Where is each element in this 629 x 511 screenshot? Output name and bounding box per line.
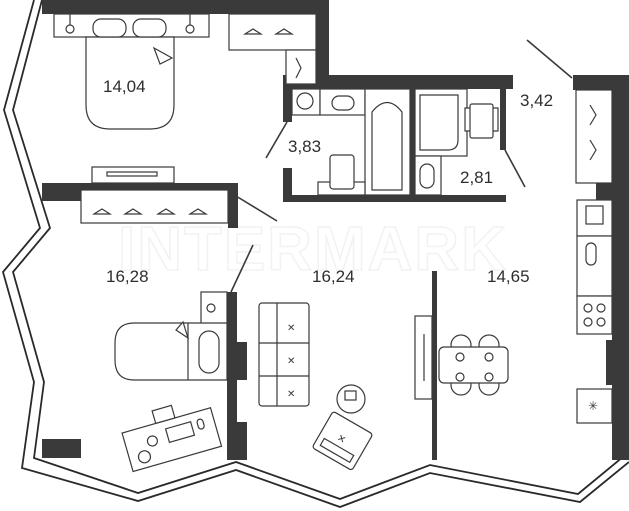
tv-unit <box>414 315 433 400</box>
svg-text:✕: ✕ <box>287 389 295 400</box>
bathroom-fixtures <box>291 88 411 196</box>
room-area-kitchen: 14,65 <box>487 267 530 286</box>
dining-table <box>438 334 509 396</box>
armchair: ✕ <box>312 411 373 471</box>
svg-text:✕: ✕ <box>287 356 295 367</box>
room-area-living-room: 16,24 <box>312 267 355 286</box>
room-area-wc: 2,81 <box>460 168 493 187</box>
room-area-bedroom-1: 14,04 <box>103 77 146 96</box>
sofa: ✕ ✕ ✕ <box>258 302 310 407</box>
room-area-hall-wardrobe: 3,42 <box>520 91 553 110</box>
svg-text:✕: ✕ <box>287 323 295 334</box>
single-bed <box>114 291 228 381</box>
wardrobe-2 <box>80 189 229 224</box>
room-area-bedroom-2: 16,28 <box>106 267 149 286</box>
fridge-icon: ✳ <box>588 399 598 413</box>
wc-fixtures <box>414 88 499 196</box>
tv-console <box>91 166 175 184</box>
watermark: INTERMARK <box>118 215 508 284</box>
walls <box>42 0 629 460</box>
double-bed <box>53 13 210 130</box>
doors <box>230 39 573 293</box>
kitchen-unit: ✳ <box>576 199 613 424</box>
hall-wardrobe <box>575 89 613 184</box>
wardrobe <box>228 13 317 85</box>
desk <box>121 404 223 473</box>
side-table <box>336 384 366 414</box>
room-area-bathroom: 3,83 <box>288 137 321 156</box>
